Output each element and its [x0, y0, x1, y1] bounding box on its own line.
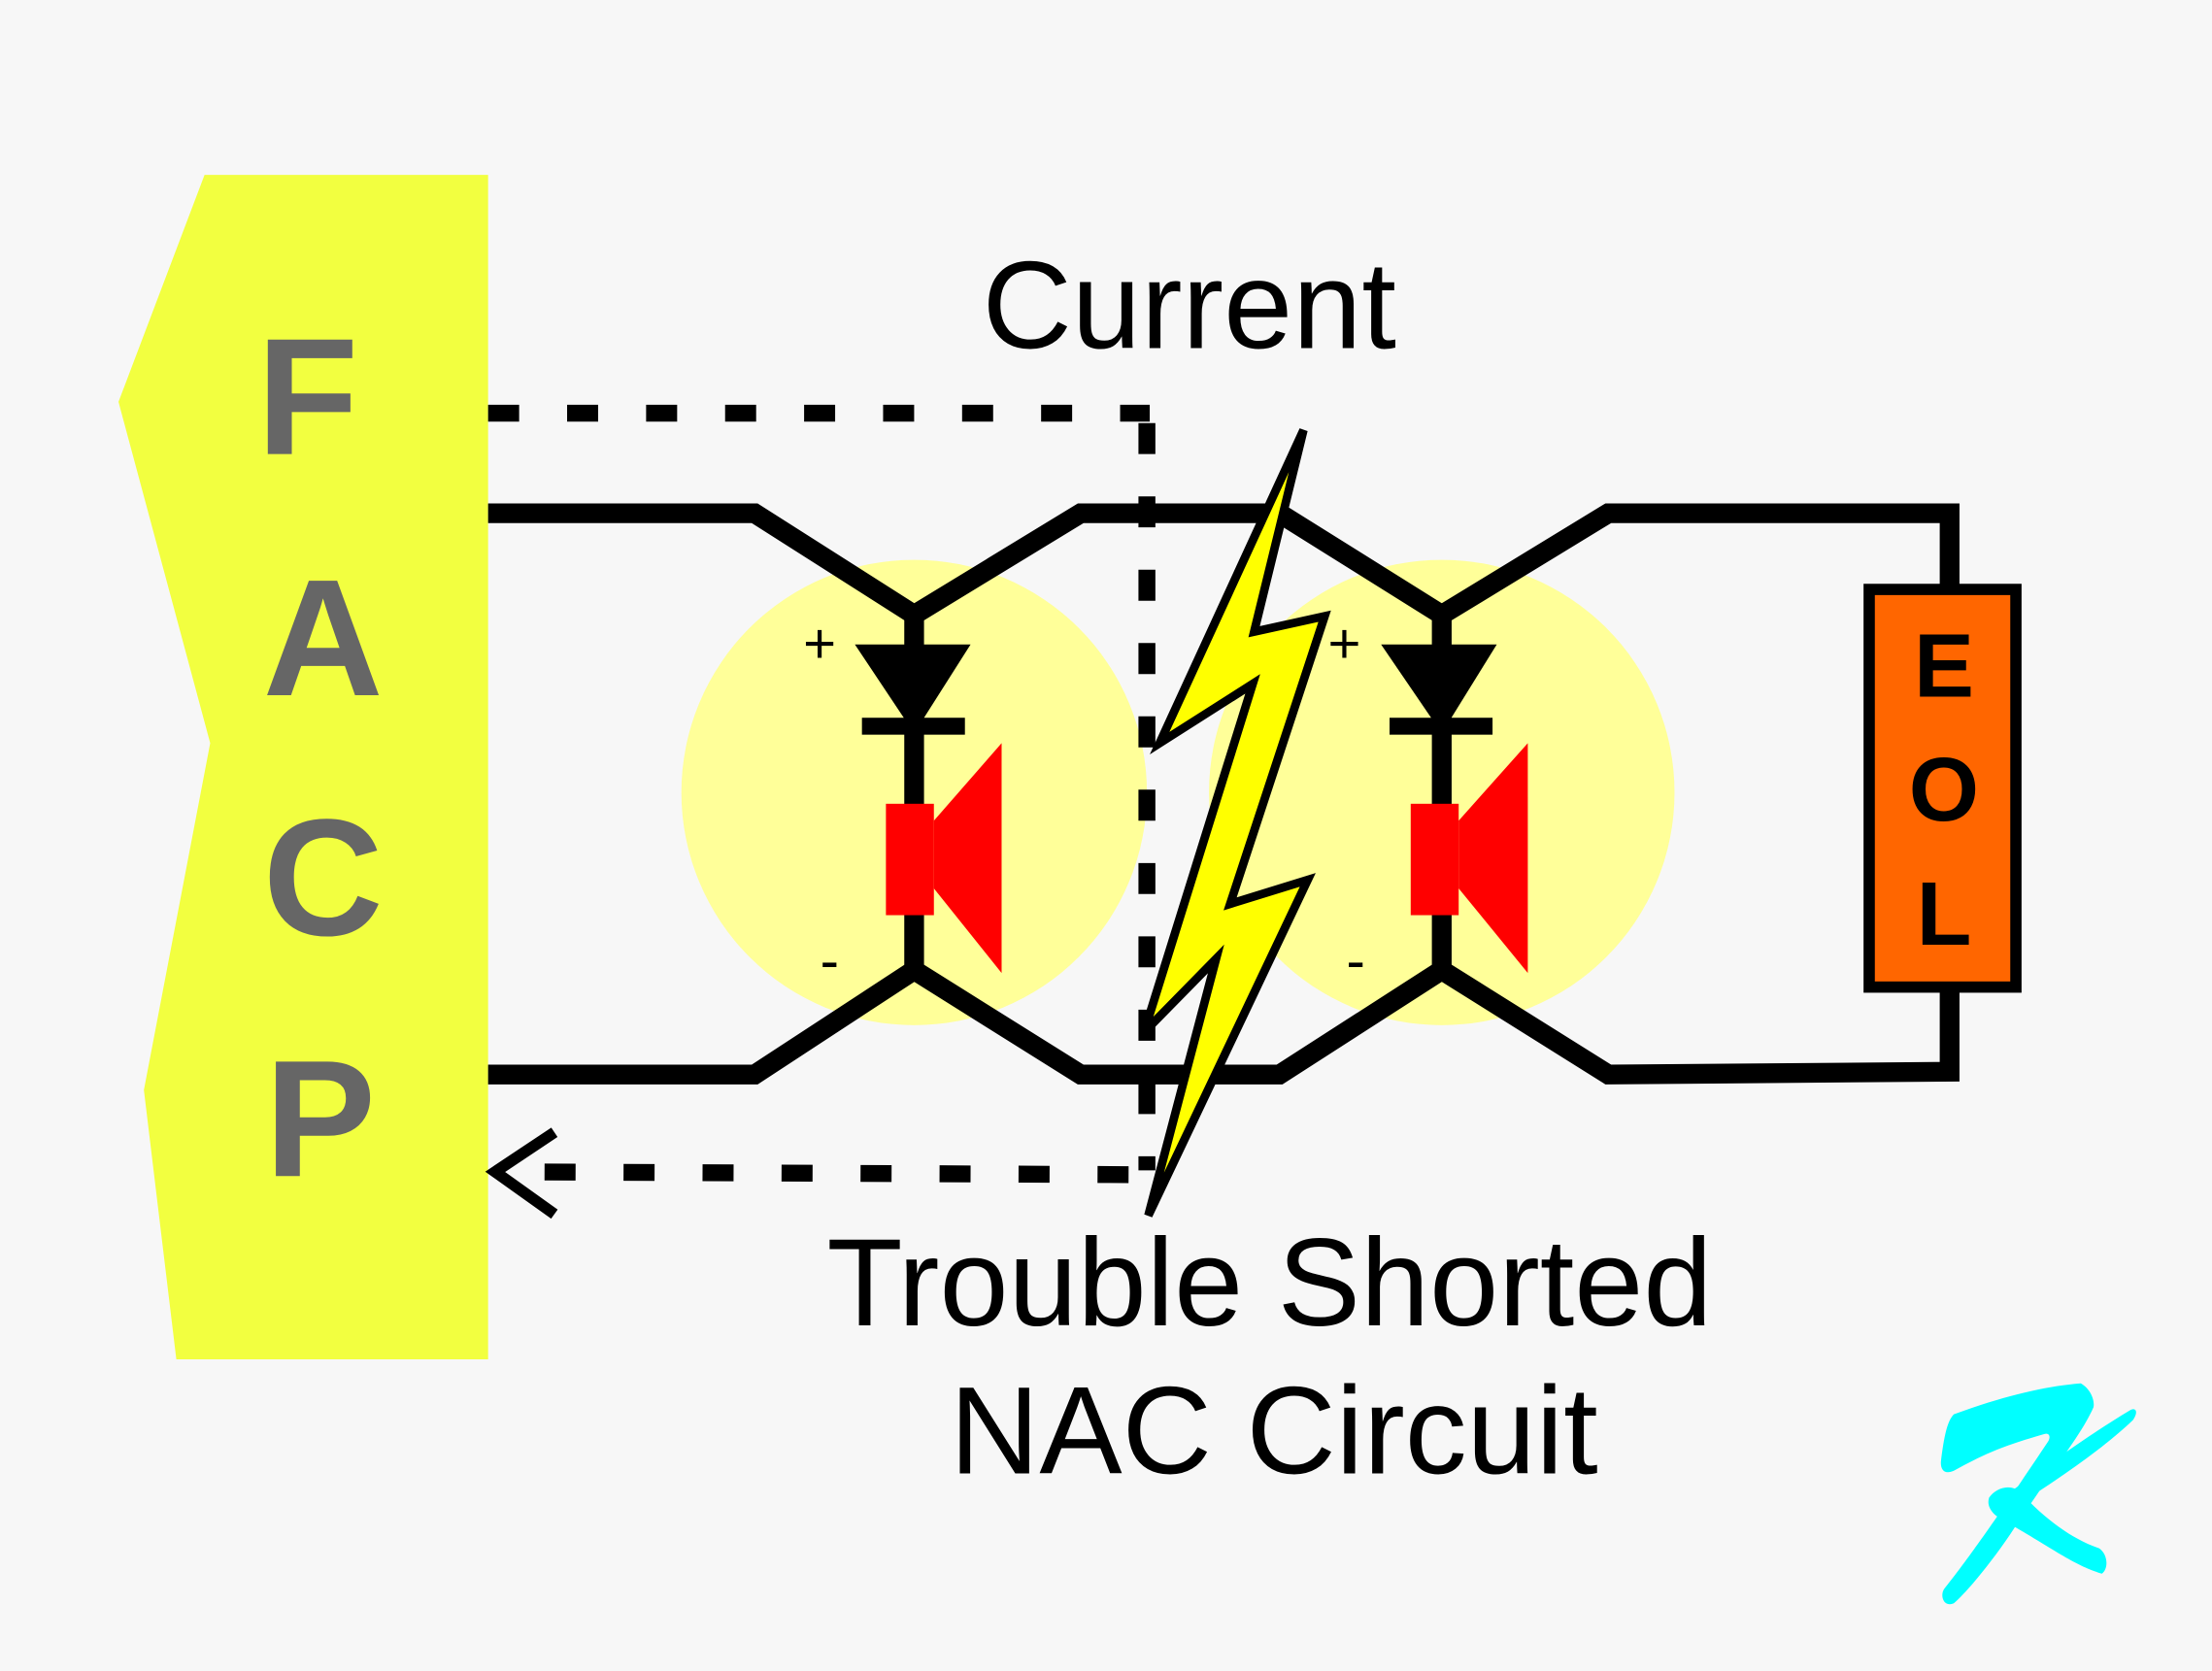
- arrowhead-icon: [485, 1127, 558, 1220]
- k-logo-icon: [1940, 1383, 2136, 1605]
- lightning-short-icon: [1140, 428, 1331, 1218]
- current-path: [485, 404, 1156, 1220]
- horn-body: [886, 803, 934, 916]
- facp-letter-p: P: [265, 1026, 376, 1212]
- nac-negative-wire: [487, 958, 1960, 1085]
- eol-letter-e: E: [1914, 615, 1974, 716]
- facp-letter-f: F: [256, 305, 358, 490]
- notification-appliance-2: + -: [1328, 613, 1528, 992]
- diode-icon: [855, 644, 971, 734]
- facp-letter-a: A: [263, 546, 384, 731]
- facp-panel: F A C P: [118, 175, 488, 1360]
- notification-appliance-1: + -: [803, 613, 1002, 992]
- current-dash-return: [507, 1163, 1129, 1184]
- device-1-plus: +: [803, 613, 836, 676]
- device-2-minus: -: [1346, 929, 1364, 992]
- eol-box: [1863, 584, 2022, 993]
- eol-resistor: E O L: [1863, 584, 2022, 993]
- caption-line-1: Trouble Shorted: [827, 1214, 1713, 1353]
- nac-positive-wire: [487, 503, 1960, 627]
- caption-line-2: NAC Circuit: [950, 1362, 1598, 1501]
- horn-body: [1410, 803, 1459, 916]
- facp-letter-c: C: [263, 785, 384, 971]
- eol-letter-o: O: [1909, 739, 1979, 840]
- horn-icon: [1458, 743, 1528, 974]
- facp-shape: [118, 175, 488, 1360]
- eol-letter-l: L: [1917, 863, 1972, 964]
- current-label: Current: [983, 237, 1396, 376]
- device-2-plus: +: [1328, 613, 1361, 676]
- horn-icon: [933, 743, 1002, 974]
- device-1-minus: -: [821, 929, 839, 992]
- diode-icon: [1381, 644, 1497, 734]
